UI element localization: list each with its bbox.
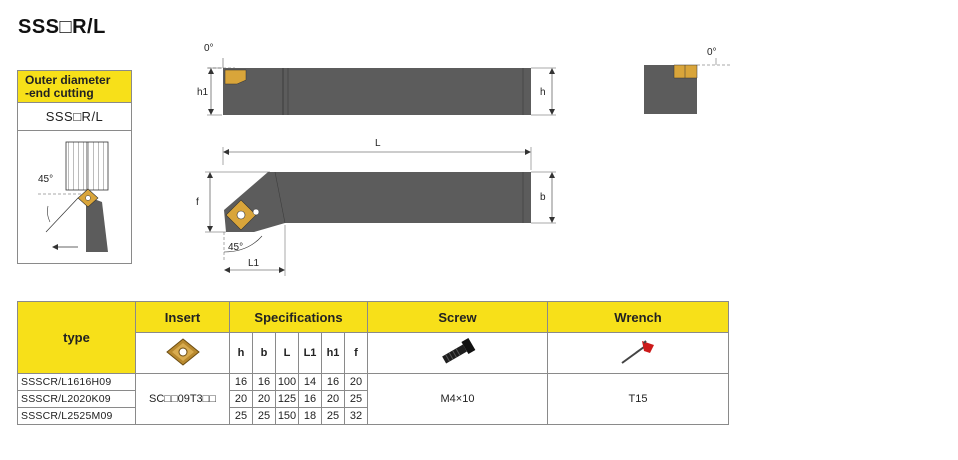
screw-icon xyxy=(441,337,475,363)
operation-diagram: 45° xyxy=(38,141,109,252)
table-cell: 16 xyxy=(298,390,322,408)
insert-code: SC□□09T3□□ xyxy=(135,373,230,425)
side-view-L1-label: L1 xyxy=(248,258,260,269)
table-cell: 20 xyxy=(321,390,345,408)
table-row-type: SSSCR/L2525M09 xyxy=(17,407,136,425)
operation-header-line-1: Outer diameter xyxy=(25,73,111,87)
table-cell: 25 xyxy=(344,390,368,408)
angle-label: 45° xyxy=(38,174,53,185)
tool-shank xyxy=(86,196,108,252)
spec-col-f: f xyxy=(344,332,368,374)
table-cell: 20 xyxy=(252,390,276,408)
end-view-insert xyxy=(673,64,698,79)
table-cell: 16 xyxy=(321,373,345,391)
insert-image-icon xyxy=(165,337,200,366)
operation-code: SSS□R/L xyxy=(18,103,131,131)
spec-col-L: L xyxy=(275,332,299,374)
side-view-shank xyxy=(285,172,531,223)
spec-col-L1: L1 xyxy=(298,332,322,374)
table-cell: 32 xyxy=(344,407,368,425)
side-view-b-label: b xyxy=(540,192,546,203)
side-view: L f b 45° L1 xyxy=(196,138,556,276)
table-row-type: SSSCR/L2020K09 xyxy=(17,390,136,408)
operation-header-line-2: -end cutting xyxy=(25,86,94,100)
specifications-header: Specifications xyxy=(229,301,368,333)
table-cell: 100 xyxy=(275,373,299,391)
technical-drawing: 0° h1 h 0° L xyxy=(196,43,730,276)
side-view-L-label: L xyxy=(375,138,381,149)
top-view-h-label: h xyxy=(540,87,546,98)
table-cell: 150 xyxy=(275,407,299,425)
page-title: SSS□R/L xyxy=(18,16,106,38)
table-cell: 25 xyxy=(252,407,276,425)
table-cell: 20 xyxy=(229,390,253,408)
spec-col-h1: h1 xyxy=(321,332,345,374)
top-view-h1-label: h1 xyxy=(197,87,209,98)
end-view-angle-label: 0° xyxy=(707,47,717,58)
table-cell: 125 xyxy=(275,390,299,408)
wrench-header: Wrench xyxy=(547,301,729,333)
screw-image-cell xyxy=(367,332,548,374)
end-view: 0° xyxy=(644,47,730,114)
side-view-angle-label: 45° xyxy=(228,242,243,253)
operation-info-box: Outer diameter -end cutting SSS□R/L 45° xyxy=(17,70,132,264)
screw-header: Screw xyxy=(367,301,548,333)
insert-header: Insert xyxy=(135,301,230,333)
screw-value: M4×10 xyxy=(367,373,548,425)
wrench-icon xyxy=(621,339,654,364)
top-view-angle-label: 0° xyxy=(204,43,214,54)
spec-col-h: h xyxy=(229,332,253,374)
top-view: 0° h1 h xyxy=(197,43,556,116)
wrench-value: T15 xyxy=(547,373,729,425)
top-view-insert xyxy=(224,69,247,85)
table-cell: 20 xyxy=(344,373,368,391)
table-cell: 16 xyxy=(229,373,253,391)
specification-table: type Insert Specifications Screw Wrench … xyxy=(17,301,729,425)
table-cell: 14 xyxy=(298,373,322,391)
side-view-head xyxy=(224,172,285,232)
top-view-shank xyxy=(223,68,531,115)
operation-header: Outer diameter -end cutting xyxy=(18,71,131,103)
table-cell: 25 xyxy=(321,407,345,425)
table-cell: 18 xyxy=(298,407,322,425)
spec-col-b: b xyxy=(252,332,276,374)
side-view-f-label: f xyxy=(196,197,199,208)
wrench-image-cell xyxy=(547,332,729,374)
type-header: type xyxy=(17,301,136,374)
table-cell: 16 xyxy=(252,373,276,391)
feed-arrow-icon xyxy=(52,244,58,250)
table-row-type: SSSCR/L1616H09 xyxy=(17,373,136,391)
table-cell: 25 xyxy=(229,407,253,425)
insert-image-cell xyxy=(135,332,230,374)
